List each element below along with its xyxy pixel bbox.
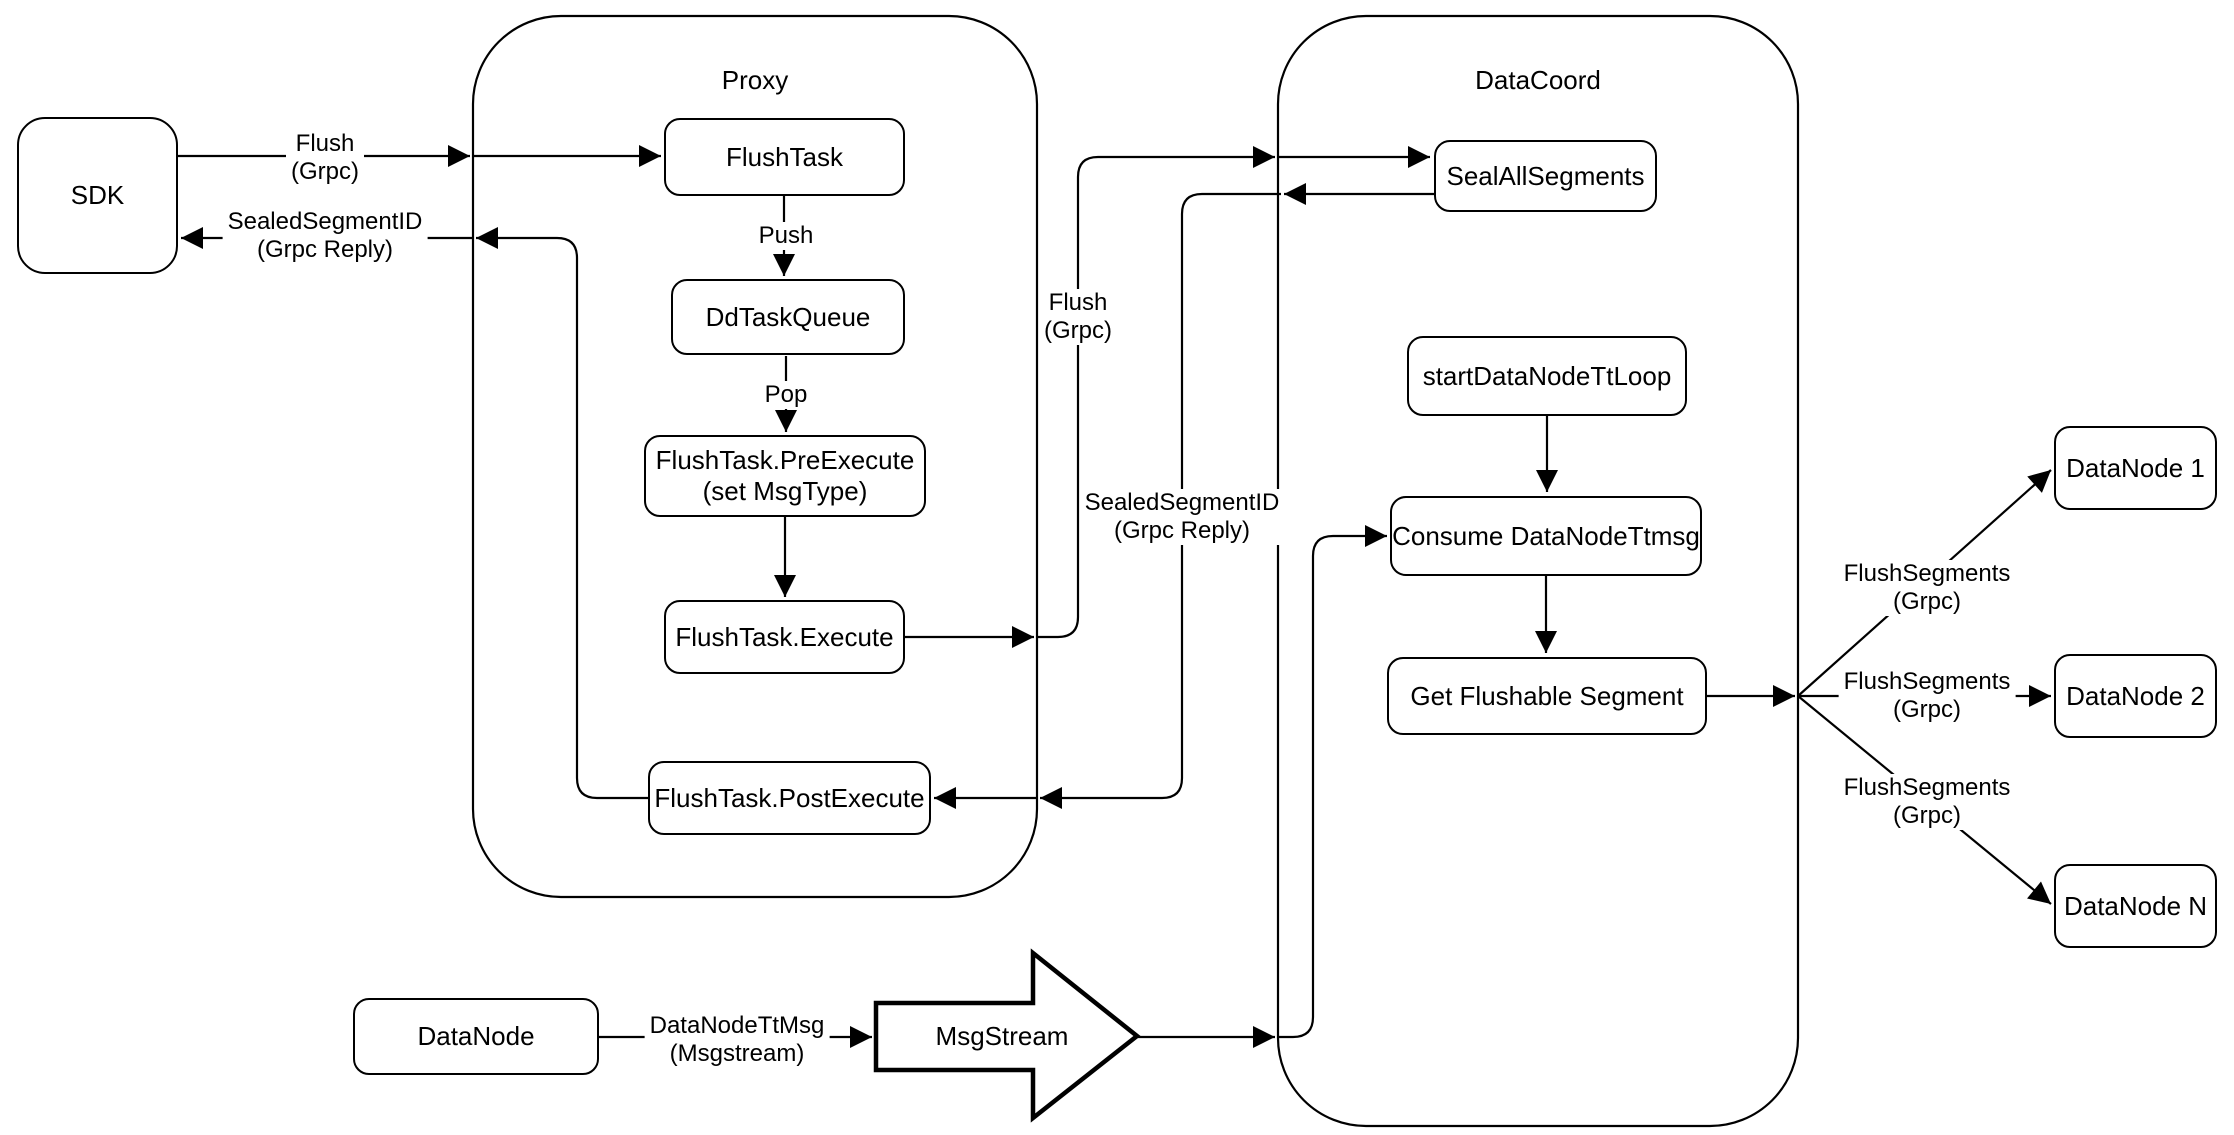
edge-label-flush-grpc-proxy: Flush (Grpc) bbox=[1039, 289, 1117, 345]
edge-label-flush-segments-2: FlushSegments (Grpc) bbox=[1838, 668, 2016, 724]
edge-label-pop: Pop bbox=[759, 381, 813, 409]
node-pre-execute-line2: (set MsgType) bbox=[702, 476, 868, 506]
edge-label-flush-segments-2-line1: FlushSegments bbox=[1843, 668, 2011, 695]
proxy-container-title: Proxy bbox=[473, 62, 1037, 98]
node-consume-data-node-ttmsg-label: Consume DataNodeTtmsg bbox=[1392, 520, 1700, 551]
edge-label-flush-segments-3-line2: (Grpc) bbox=[1893, 802, 1961, 829]
edge-label-flush-grpc-sdk: Flush (Grpc) bbox=[286, 130, 364, 186]
node-dd-task-queue-label: DdTaskQueue bbox=[705, 301, 871, 332]
node-data-node-1-label: DataNode 1 bbox=[2066, 452, 2205, 483]
edge-label-flush-segments-1-line2: (Grpc) bbox=[1893, 588, 1961, 615]
msgstream-shape-label: MsgStream bbox=[931, 1022, 1074, 1050]
node-start-data-node-tt-loop-label: startDataNodeTtLoop bbox=[1422, 360, 1672, 391]
edge-datacoord-border-to-consume bbox=[1278, 525, 1387, 1039]
edge-label-sealed-segment-id-sdk-line1: SealedSegmentID bbox=[227, 208, 423, 235]
edge-label-flush-grpc-sdk-line1: Flush bbox=[295, 130, 355, 157]
node-data-node-1: DataNode 1 bbox=[2054, 426, 2217, 510]
node-execute: FlushTask.Execute bbox=[664, 600, 905, 674]
edge-label-flush-segments-1: FlushSegments (Grpc) bbox=[1838, 560, 2016, 616]
msgstream-block-arrow-shape bbox=[873, 948, 1141, 1123]
edge-label-push: Push bbox=[753, 222, 819, 250]
edge-label-pop-text: Pop bbox=[764, 381, 808, 408]
edge-label-sealed-segment-id-coord-line2: (Grpc Reply) bbox=[1113, 517, 1251, 544]
node-post-execute: FlushTask.PostExecute bbox=[648, 761, 931, 835]
node-start-data-node-tt-loop: startDataNodeTtLoop bbox=[1407, 336, 1687, 416]
node-data-node-2-label: DataNode 2 bbox=[2066, 680, 2205, 711]
msgstream-shape-label-text: MsgStream bbox=[935, 1021, 1069, 1051]
node-seal-all-segments: SealAllSegments bbox=[1434, 140, 1657, 212]
node-consume-data-node-ttmsg: Consume DataNodeTtmsg bbox=[1390, 496, 1702, 576]
edge-postexecute-to-proxy-border bbox=[476, 227, 648, 800]
edge-label-data-node-tt-msg-line2: (Msgstream) bbox=[669, 1040, 805, 1067]
edge-proxy-border-to-datacoord-border-flush bbox=[1037, 146, 1275, 639]
edge-label-flush-segments-3-line1: FlushSegments bbox=[1843, 774, 2011, 801]
node-pre-execute: FlushTask.PreExecute (set MsgType) bbox=[644, 435, 926, 517]
edge-label-sealed-segment-id-sdk-line2: (Grpc Reply) bbox=[256, 236, 394, 263]
edge-label-push-text: Push bbox=[758, 222, 814, 249]
edge-label-flush-segments-2-line2: (Grpc) bbox=[1893, 696, 1961, 723]
node-pre-execute-line1: FlushTask.PreExecute bbox=[655, 445, 915, 475]
node-get-flushable-segment: Get Flushable Segment bbox=[1387, 657, 1707, 735]
edge-label-flush-grpc-sdk-line2: (Grpc) bbox=[291, 158, 359, 185]
node-sdk: SDK bbox=[17, 117, 178, 274]
edge-label-flush-segments-3: FlushSegments (Grpc) bbox=[1838, 774, 2016, 830]
datacoord-container-title: DataCoord bbox=[1278, 62, 1798, 98]
edge-label-flush-grpc-proxy-line2: (Grpc) bbox=[1044, 317, 1112, 344]
datacoord-title-text: DataCoord bbox=[1475, 64, 1601, 95]
node-data-node-n: DataNode N bbox=[2054, 864, 2217, 948]
node-sdk-label: SDK bbox=[70, 180, 125, 210]
node-execute-label: FlushTask.Execute bbox=[675, 621, 894, 652]
node-flush-task: FlushTask bbox=[664, 118, 905, 196]
edge-label-sealed-segment-id-coord-line1: SealedSegmentID bbox=[1084, 489, 1280, 516]
edge-label-flush-segments-1-line1: FlushSegments bbox=[1843, 560, 2011, 587]
edge-label-sealed-segment-id-coord: SealedSegmentID (Grpc Reply) bbox=[1079, 489, 1285, 545]
node-data-node-label: DataNode bbox=[417, 1021, 535, 1051]
node-flush-task-label: FlushTask bbox=[725, 141, 844, 172]
node-get-flushable-segment-label: Get Flushable Segment bbox=[1410, 680, 1684, 711]
proxy-title-text: Proxy bbox=[721, 64, 789, 95]
edge-label-data-node-tt-msg: DataNodeTtMsg (Msgstream) bbox=[644, 1012, 830, 1068]
node-post-execute-label: FlushTask.PostExecute bbox=[654, 782, 925, 813]
node-data-node-n-label: DataNode N bbox=[2063, 890, 2208, 921]
edge-label-data-node-tt-msg-line1: DataNodeTtMsg bbox=[649, 1012, 825, 1039]
node-dd-task-queue: DdTaskQueue bbox=[671, 279, 905, 355]
node-seal-all-segments-label: SealAllSegments bbox=[1446, 160, 1645, 191]
node-data-node-2: DataNode 2 bbox=[2054, 654, 2217, 738]
node-data-node: DataNode bbox=[353, 998, 599, 1075]
edge-label-sealed-segment-id-sdk: SealedSegmentID (Grpc Reply) bbox=[222, 208, 428, 264]
edge-label-flush-grpc-proxy-line1: Flush bbox=[1048, 289, 1108, 316]
